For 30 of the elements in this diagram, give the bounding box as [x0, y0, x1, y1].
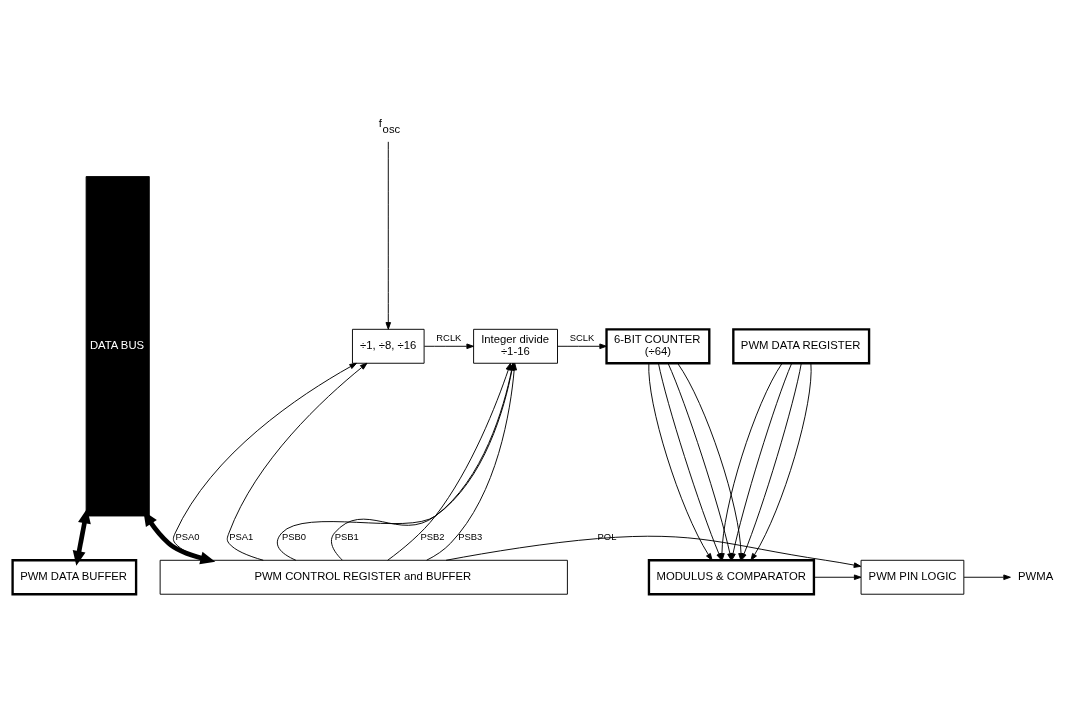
node-box: PWM DATA BUFFER — [11, 559, 138, 596]
edge-label: PSB0 — [281, 531, 307, 543]
edge-label: PSB2 — [420, 531, 445, 543]
edge-label: RCLK — [436, 331, 462, 343]
arrow — [385, 141, 392, 330]
node-box: MODULUS & COMPARATOR — [647, 559, 816, 596]
arrow — [557, 343, 607, 350]
node-box: PWM DATA REGISTER — [732, 328, 871, 365]
node-box: 6-BIT COUNTER (÷64) — [605, 328, 711, 365]
node-box: ÷1, ÷8, ÷16 — [352, 328, 425, 364]
edge-label: PSA0 — [175, 531, 200, 543]
arrow — [750, 362, 812, 561]
arrow — [648, 362, 713, 561]
edge-label: SCLK — [569, 331, 595, 343]
arrow — [72, 508, 91, 566]
edge-label: PSB1 — [334, 531, 359, 543]
node-box: PWM PIN LOGIC — [860, 559, 965, 595]
arrow — [813, 574, 862, 581]
arrow — [226, 362, 368, 561]
node-box: PWM CONTROL REGISTER and BUFFER — [159, 559, 568, 595]
arrow — [963, 574, 1011, 581]
arrow — [172, 362, 357, 561]
node-box: DATA BUS — [85, 176, 150, 517]
node-box: Integer divide ÷1-16 — [473, 328, 558, 364]
arrow — [445, 535, 862, 568]
arrow — [387, 362, 512, 561]
edge-label: PSB3 — [458, 531, 483, 543]
edge-label: PSA1 — [229, 531, 254, 543]
node-text: PWMA — [1018, 570, 1054, 583]
arrow — [423, 343, 474, 350]
